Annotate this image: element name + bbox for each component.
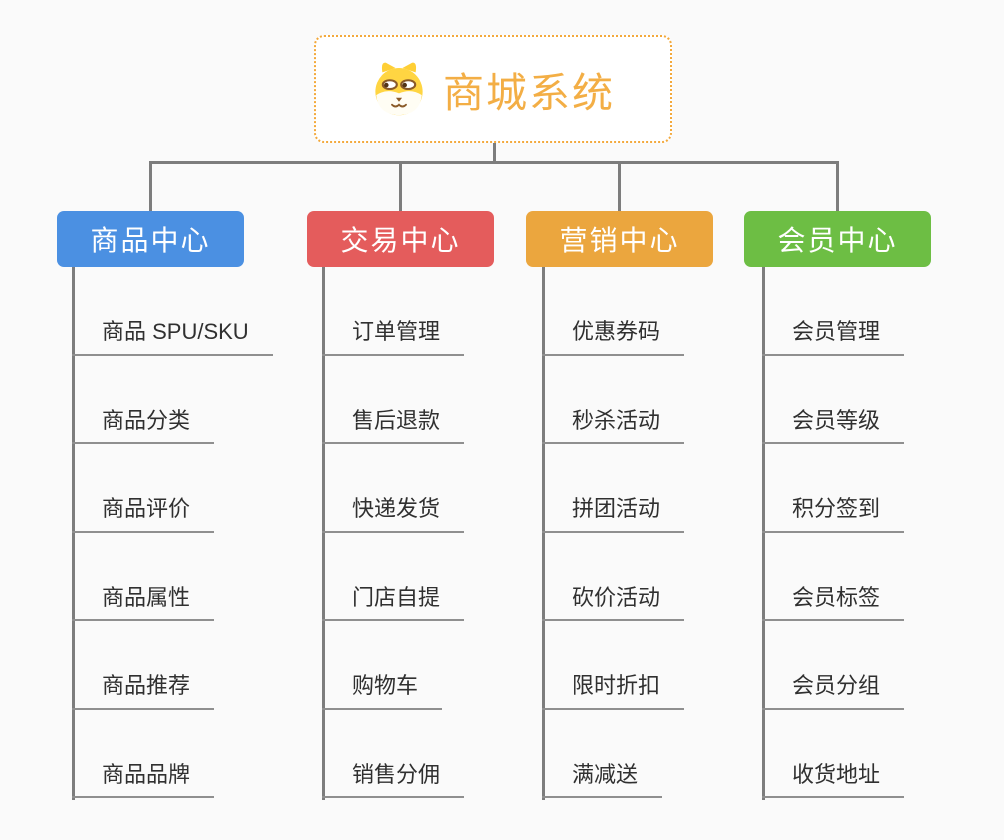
- child-topic[interactable]: 会员等级: [762, 407, 905, 444]
- child-topic-row: 限时折扣: [542, 621, 685, 710]
- connector-root-stem: [493, 143, 496, 163]
- child-topic[interactable]: 订单管理: [322, 318, 465, 356]
- branch-node-marketing-center[interactable]: 营销中心: [526, 211, 713, 267]
- child-topic-row: 会员分组: [762, 621, 905, 710]
- child-topic-row: 销售分佣: [322, 710, 465, 798]
- branch-children-marketing-center: 优惠券码秒杀活动拼团活动砍价活动限时折扣满减送: [542, 267, 685, 800]
- connector-drop-marketing: [618, 162, 621, 212]
- child-topic[interactable]: 商品 SPU/SKU: [72, 318, 273, 356]
- child-topic[interactable]: 收货地址: [762, 761, 905, 798]
- branch-node-member-center[interactable]: 会员中心: [744, 211, 931, 267]
- child-topic[interactable]: 商品分类: [72, 407, 215, 444]
- connector-drop-member: [836, 162, 839, 212]
- child-topic-row: 商品评价: [72, 444, 273, 533]
- child-topic[interactable]: 商品评价: [72, 495, 215, 533]
- child-topic[interactable]: 秒杀活动: [542, 407, 685, 444]
- child-topic[interactable]: 会员分组: [762, 672, 905, 710]
- branch-node-trade-center[interactable]: 交易中心: [307, 211, 494, 267]
- connector-drop-trade: [399, 162, 402, 212]
- branch-children-product-center: 商品 SPU/SKU 商品分类商品评价商品属性商品推荐商品品牌: [72, 267, 273, 800]
- child-topic[interactable]: 购物车: [322, 672, 443, 710]
- child-topic[interactable]: 优惠券码: [542, 318, 685, 356]
- dog-face-icon: [375, 62, 423, 116]
- child-topic[interactable]: 满减送: [542, 761, 663, 798]
- child-topic-row: 门店自提: [322, 533, 465, 621]
- child-topic[interactable]: 砍价活动: [542, 584, 685, 621]
- child-topic-row: 订单管理: [322, 267, 465, 356]
- child-topic-row: 购物车: [322, 621, 464, 710]
- child-topic-row: 会员管理: [762, 267, 905, 356]
- child-topic[interactable]: 快递发货: [322, 495, 465, 533]
- child-topic-row: 商品品牌: [72, 710, 273, 798]
- connector-bus: [149, 161, 839, 164]
- child-topic[interactable]: 限时折扣: [542, 672, 685, 710]
- child-topic-row: 积分签到: [762, 444, 905, 533]
- child-topic-row: 收货地址: [762, 710, 905, 798]
- child-topic[interactable]: 商品品牌: [72, 761, 215, 798]
- child-topic-row: 商品属性: [72, 533, 273, 621]
- child-topic[interactable]: 拼团活动: [542, 495, 685, 533]
- child-topic-row: 商品 SPU/SKU: [72, 267, 273, 356]
- child-topic-row: 会员等级: [762, 356, 905, 444]
- child-topic-row: 商品分类: [72, 356, 273, 444]
- branch-children-member-center: 会员管理会员等级积分签到会员标签会员分组收货地址: [762, 267, 905, 800]
- connector-drop-product: [149, 162, 152, 212]
- child-topic-row: 会员标签: [762, 533, 905, 621]
- child-topic[interactable]: 商品属性: [72, 584, 215, 621]
- child-topic[interactable]: 会员管理: [762, 318, 905, 356]
- child-topic[interactable]: 积分签到: [762, 495, 905, 533]
- child-topic-row: 秒杀活动: [542, 356, 685, 444]
- root-node[interactable]: 商城系统: [314, 35, 672, 143]
- child-topic[interactable]: 会员标签: [762, 584, 905, 621]
- child-topic-row: 满减送: [542, 710, 684, 798]
- child-topic[interactable]: 门店自提: [322, 584, 465, 621]
- child-topic-row: 快递发货: [322, 444, 465, 533]
- child-topic-row: 商品推荐: [72, 621, 273, 710]
- child-topic-row: 售后退款: [322, 356, 465, 444]
- child-topic-row: 优惠券码: [542, 267, 685, 356]
- child-topic-row: 砍价活动: [542, 533, 685, 621]
- child-topic[interactable]: 销售分佣: [322, 761, 465, 798]
- child-topic[interactable]: 商品推荐: [72, 672, 215, 710]
- branch-node-product-center[interactable]: 商品中心: [57, 211, 244, 267]
- child-topic[interactable]: 售后退款: [322, 407, 465, 444]
- branch-children-trade-center: 订单管理售后退款快递发货门店自提购物车销售分佣: [322, 267, 465, 800]
- child-topic-row: 拼团活动: [542, 444, 685, 533]
- root-title: 商城系统: [443, 70, 615, 116]
